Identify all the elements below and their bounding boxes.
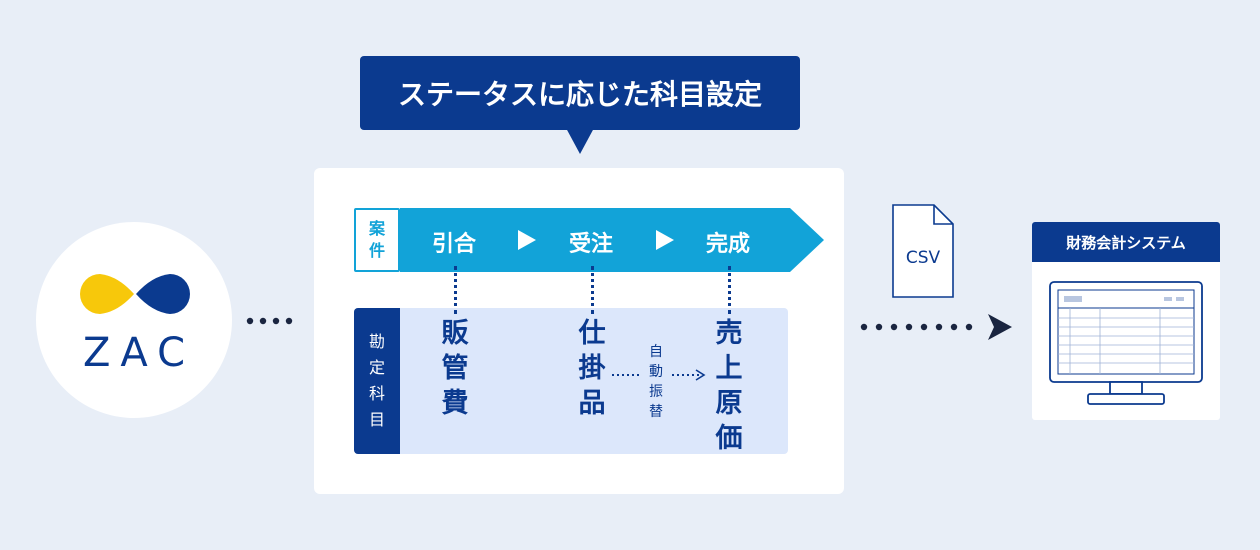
account-section (354, 308, 788, 454)
zac-logo-circle (36, 222, 232, 418)
account-char: 販 (441, 318, 469, 349)
auto-transfer-char: 振 (649, 384, 663, 400)
monitor-spreadsheet-icon (1049, 281, 1203, 405)
zac-logo-text: ZAC (83, 330, 195, 376)
account-char: 費 (441, 388, 469, 419)
auto-transfer-char: 動 (649, 364, 663, 380)
case-stage-arrow (400, 208, 824, 272)
account-label-char: 勘 (368, 332, 385, 351)
account-char: 仕 (578, 318, 606, 349)
status-callout: ステータスに応じた科目設定 (360, 56, 800, 130)
file-icon (892, 204, 954, 298)
dotted-connector-left (246, 317, 293, 325)
auto-transfer-arrow (612, 369, 706, 381)
account-sga: 販 管 費 (438, 316, 472, 421)
auto-transfer-char: 自 (649, 344, 663, 360)
connector-dots (454, 266, 457, 314)
stage-completion: 完成 (706, 232, 751, 257)
account-cogs: 売 上 原 価 (712, 316, 746, 456)
accounting-system-title: 財務会計システム (1032, 222, 1220, 262)
account-label-char: 科 (368, 384, 385, 403)
account-label-char: 目 (368, 410, 385, 429)
connector-dots (728, 266, 731, 314)
stage-order: 受注 (569, 232, 614, 257)
account-char: 原 (715, 388, 743, 419)
account-char: 売 (715, 318, 743, 349)
dotted-arrow-right (860, 314, 1012, 340)
account-char: 上 (715, 353, 743, 384)
callout-tail (566, 128, 594, 154)
case-label: 案 件 (354, 208, 400, 272)
auto-transfer-char: 替 (649, 404, 663, 420)
connector-dots (591, 266, 594, 314)
account-wip: 仕 掛 品 (575, 316, 609, 421)
stage-inquiry: 引合 (432, 232, 477, 257)
auto-transfer-label: 自 動 振 替 (646, 342, 666, 422)
account-label: 勘 定 科 目 (354, 308, 400, 454)
account-label-char: 定 (368, 358, 385, 377)
case-label-char: 件 (368, 241, 385, 260)
csv-label: CSV (905, 248, 941, 268)
account-char: 品 (578, 388, 606, 419)
account-char: 掛 (578, 353, 606, 384)
account-char: 価 (715, 423, 743, 454)
account-char: 管 (441, 353, 469, 384)
case-label-char: 案 (368, 219, 385, 238)
zac-logo-icon (80, 274, 190, 314)
